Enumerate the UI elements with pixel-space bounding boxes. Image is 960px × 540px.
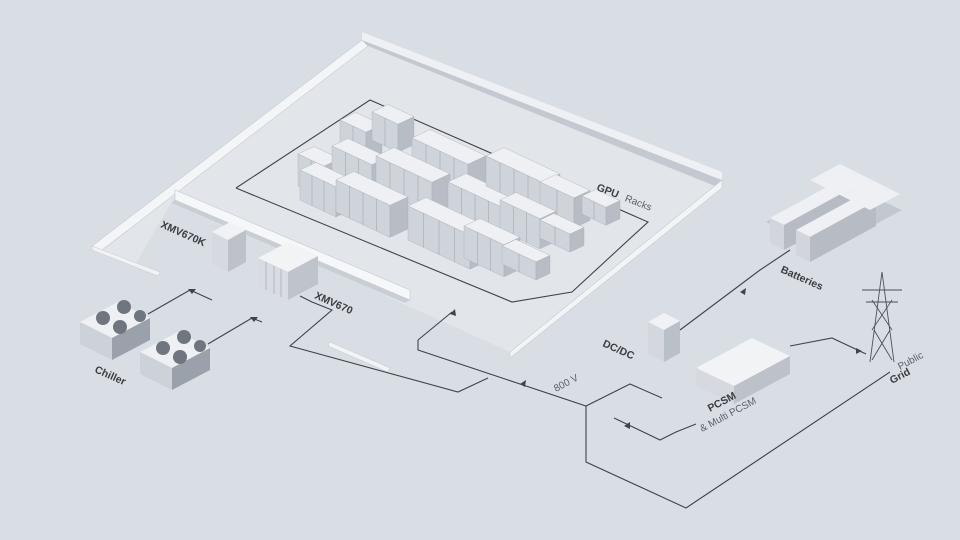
label-chiller: Chiller: [93, 364, 128, 388]
label-grid: Grid: [888, 366, 913, 387]
gpu-rack: [539, 213, 585, 253]
label-batteries: Batteries: [779, 264, 825, 293]
gpu-racks-group: [297, 104, 621, 281]
fan-icon: [177, 330, 191, 344]
fan-icon: [156, 341, 170, 355]
label-xmv670k: XMV670K: [159, 219, 208, 250]
fan-icon: [117, 300, 131, 314]
gpu-rack: [501, 239, 551, 281]
xmv670k-unit: [212, 222, 246, 272]
gpu-zone-outline: [235, 99, 649, 303]
power-wiring: [147, 249, 891, 509]
chiller-unit-2: [140, 330, 210, 390]
label-dcdc: DC/DC: [601, 338, 637, 363]
fan-icon: [134, 310, 146, 322]
chiller-unit-1: [80, 300, 150, 360]
gpu-rack: [463, 218, 521, 278]
label-xmv670: XMV670: [313, 290, 355, 317]
battery-containers: [766, 164, 902, 262]
fan-icon: [173, 350, 187, 364]
transmission-tower-icon: [862, 271, 902, 363]
dcdc-unit: [648, 313, 680, 362]
back-right-wall: [362, 40, 722, 186]
pcsm-unit: [696, 338, 790, 404]
fan-icon: [96, 311, 110, 325]
gpu-rack: [371, 104, 415, 153]
xmv670-unit: [258, 242, 318, 300]
fan-icon: [194, 340, 206, 352]
label-voltage: 800 V: [552, 373, 581, 395]
fan-icon: [113, 320, 127, 334]
front-wall-segment: [327, 341, 391, 373]
gpu-rack: [335, 171, 409, 238]
right-wall: [509, 179, 723, 359]
gpu-rack: [581, 189, 621, 226]
